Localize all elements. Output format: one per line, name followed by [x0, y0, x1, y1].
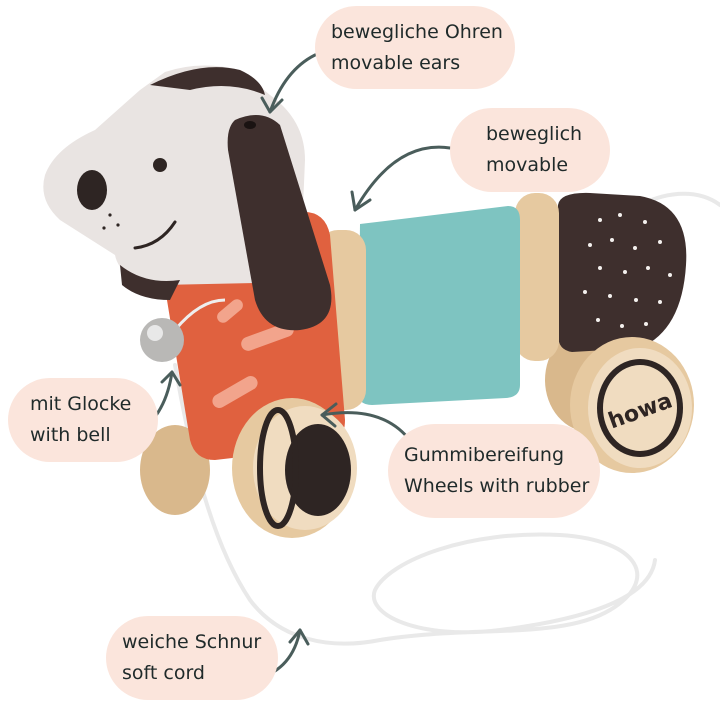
arrow-wheels	[320, 411, 410, 440]
label-rubber-wheels-en: Wheels with rubber	[404, 475, 590, 497]
dog-ear	[227, 115, 332, 331]
label-movable-ears: bewegliche Ohren movable ears	[315, 6, 515, 89]
label-movable-ears-de: bewegliche Ohren	[331, 20, 503, 43]
tail-segment	[558, 192, 687, 352]
label-soft-cord: weiche Schnur soft cord	[106, 616, 278, 700]
label-with-bell-de: mit Glocke	[30, 393, 132, 415]
label-movable-en: movable	[486, 154, 569, 176]
label-rubber-wheels: Gummibereifung Wheels with rubber	[388, 424, 600, 518]
label-soft-cord-de: weiche Schnur	[122, 631, 262, 653]
middle-segment	[358, 206, 520, 405]
label-rubber-wheels-de: Gummibereifung	[404, 444, 565, 466]
label-with-bell-en: with bell	[30, 424, 111, 446]
label-movable-de: beweglich	[486, 123, 583, 145]
rear-wheel: howa	[570, 337, 694, 473]
label-movable-ears-en: movable ears	[331, 51, 461, 74]
bell	[140, 298, 226, 362]
label-with-bell: mit Glocke with bell	[8, 378, 158, 462]
front-wheel-back	[140, 425, 210, 515]
label-soft-cord-en: soft cord	[122, 662, 205, 684]
label-movable: beweglich movable	[450, 108, 610, 192]
arrow-body	[353, 145, 452, 212]
front-wheel	[232, 398, 357, 538]
wood-spacer-rear	[515, 193, 559, 361]
arrow-ears	[268, 53, 317, 114]
